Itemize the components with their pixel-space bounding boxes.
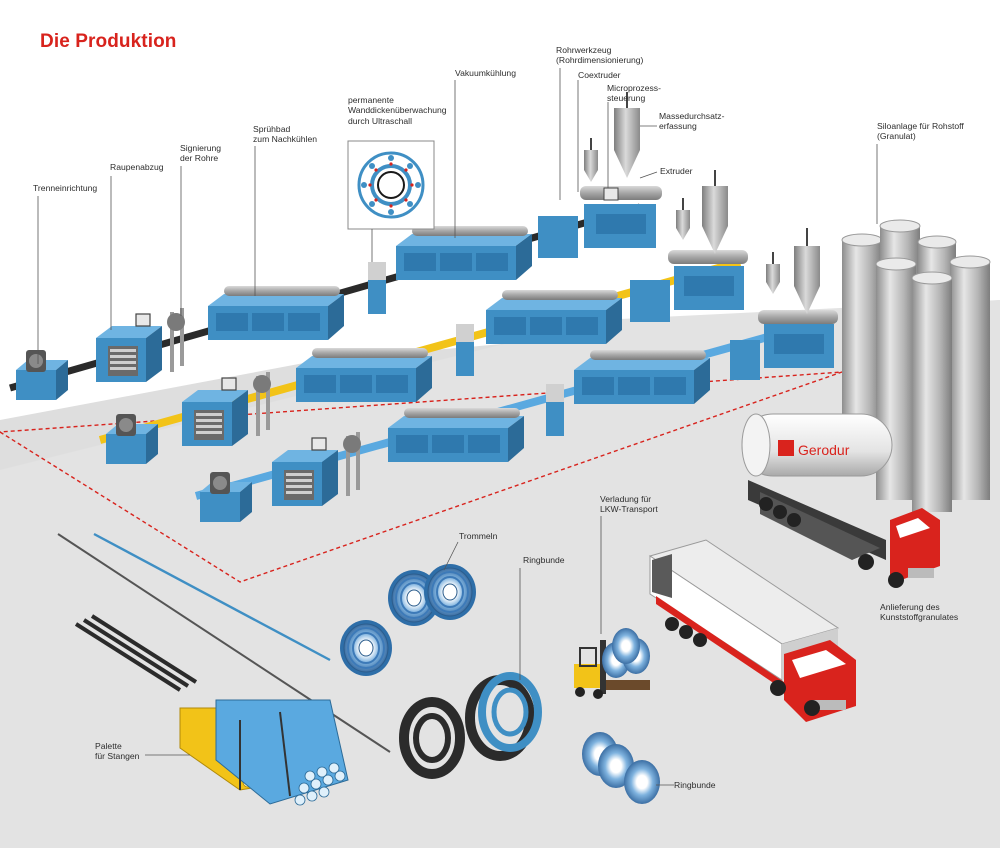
ultrasound-inset: [347, 140, 435, 230]
label-trommeln: Trommeln: [459, 531, 498, 541]
label-signierung: Signierung der Rohre: [180, 143, 222, 164]
forklift: [574, 628, 650, 699]
label-rohrwerkzeug: Rohrwerkzeug (Rohrdimensionierung): [556, 45, 644, 66]
box-truck: [648, 539, 856, 722]
label-vakuumkuehlung: Vakuumkühlung: [455, 68, 516, 78]
label-verladung: Verladung für LKW-Transport: [600, 494, 658, 515]
silos: [841, 219, 991, 512]
leader-lines: [37, 68, 878, 786]
label-ringbunde-bottom: Ringbunde: [674, 780, 716, 790]
pipe-pallet: [179, 699, 349, 806]
line-1: [9, 92, 662, 400]
tanker-truck: Gerodur: [741, 413, 940, 588]
label-raupenabzug: Raupenabzug: [110, 162, 164, 172]
label-spruehbad: Sprühbad zum Nachkühlen: [253, 124, 318, 145]
truck-brand: Gerodur: [798, 442, 850, 458]
label-extruder: Extruder: [660, 166, 693, 176]
label-microprozess: Microprozess- steuerung: [607, 83, 661, 104]
ring-bundles: [582, 732, 660, 804]
label-coextruder: Coextruder: [578, 70, 621, 80]
label-anlieferung: Anlieferung des Kunststoffgranulates: [880, 602, 959, 623]
label-massedurchsatz: Massedurchsatz- erfassung: [659, 111, 725, 132]
label-ultraschall: permanente Wanddickenüberwachung durch U…: [348, 95, 447, 126]
line-3: [194, 228, 838, 522]
label-siloanlage: Siloanlage für Rohstoff (Granulat): [877, 121, 964, 142]
label-ringbunde-top: Ringbunde: [523, 555, 565, 565]
label-trenneinrichtung: Trenneinrichtung: [33, 183, 98, 193]
black-coils: [399, 672, 542, 779]
label-palette: Palette für Stangen: [95, 741, 140, 762]
line-2: [98, 170, 748, 464]
page-title: Die Produktion: [40, 31, 177, 52]
